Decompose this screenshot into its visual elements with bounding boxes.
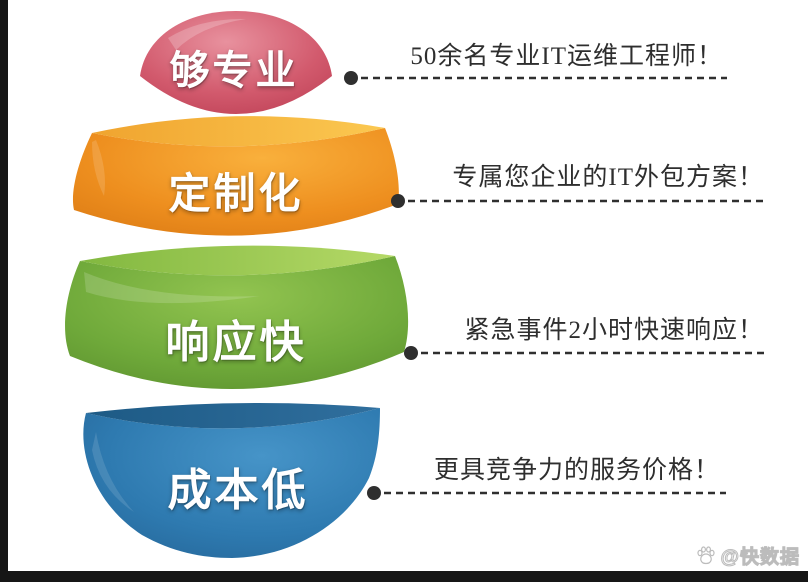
funnel-segment-low-cost (83, 403, 381, 558)
segment-gloss (168, 18, 246, 50)
segment-label-customized: 定制化 (168, 170, 304, 217)
segment-gloss (84, 272, 260, 304)
callout-connectors (344, 71, 767, 500)
segment-label-professional: 够专业 (169, 49, 299, 93)
connector-dot (391, 194, 405, 208)
segment-label-low-cost: 成本低 (167, 466, 309, 515)
connector-dot (344, 71, 358, 85)
frame-left-bar (0, 0, 8, 582)
funnel-segment-professional (140, 11, 332, 114)
segment-rim (86, 403, 380, 429)
callout-text-response: 紧急事件2小时快速响应！ (464, 317, 764, 344)
segment-body (140, 11, 332, 114)
segment-gloss (92, 432, 134, 512)
segment-rim (92, 116, 385, 147)
frame-bottom-bar (0, 571, 808, 582)
paw-icon (697, 545, 716, 564)
callout-text-solution: 专属您企业的IT外包方案！ (452, 164, 764, 191)
funnel-segment-customized (72, 116, 399, 236)
connector-dot (367, 486, 381, 500)
callout-text-engineers: 50余名专业IT运维工程师！ (410, 43, 723, 70)
watermark-handle: @快数据 (720, 547, 800, 569)
callout-text-price: 更具竞争力的服务价格！ (433, 457, 720, 484)
segment-body (83, 408, 381, 558)
segment-label-fast-response: 响应快 (165, 318, 307, 367)
watermark: @快数据 (695, 542, 800, 569)
segment-body (65, 256, 409, 390)
segment-body (72, 128, 399, 236)
funnel-segment-fast-response (65, 245, 409, 390)
segment-gloss (92, 140, 105, 196)
connector-dot (404, 346, 418, 360)
segment-rim (80, 245, 395, 276)
